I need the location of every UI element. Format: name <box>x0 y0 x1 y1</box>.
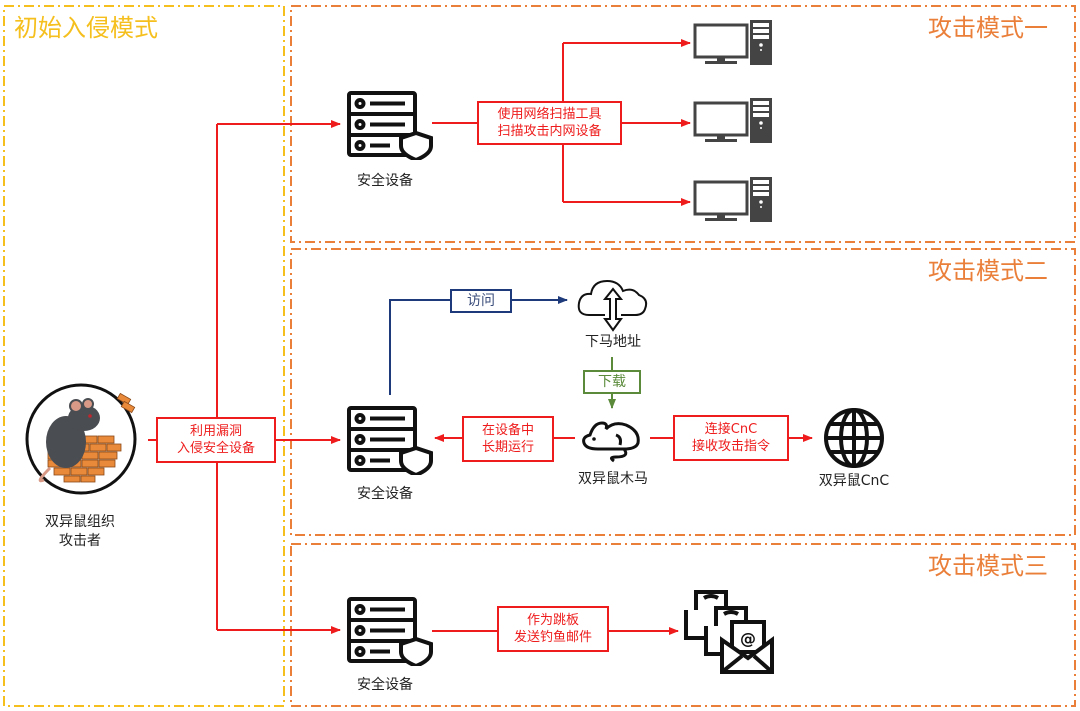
download-label: 下载 <box>598 373 626 390</box>
mode3-panel-border <box>290 543 1076 707</box>
phish-box: 作为跳板 发送钓鱼邮件 <box>497 606 609 652</box>
security-device-3-icon <box>345 596 435 669</box>
exploit-box: 利用漏洞 入侵安全设备 <box>156 417 276 463</box>
security-device-2-icon <box>345 405 435 478</box>
phish-box-line2: 发送钓鱼邮件 <box>513 630 592 645</box>
cnc-box-line2: 接收攻击指令 <box>691 439 770 454</box>
scan-box: 使用网络扫描工具 扫描攻击内网设备 <box>477 101 622 145</box>
cnc-box: 连接CnC 接收攻击指令 <box>673 415 789 461</box>
cloud-label: 下马地址 <box>585 334 641 350</box>
security-device-3-label: 安全设备 <box>357 677 413 693</box>
trojan-mouse-icon <box>578 413 648 463</box>
attacker-label-line1: 双异鼠组织 <box>45 514 115 530</box>
mode2-panel-border <box>290 248 1076 536</box>
run-box-line2: 长期运行 <box>481 440 534 455</box>
scan-box-line1: 使用网络扫描工具 <box>497 107 602 122</box>
cloud-download-icon <box>575 275 651 333</box>
cnc-label: 双异鼠CnC <box>818 473 890 489</box>
visit-box: 访问 <box>450 289 512 313</box>
initial-panel-title: 初始入侵模式 <box>14 14 158 42</box>
security-device-1-label: 安全设备 <box>357 173 413 189</box>
security-device-2-label: 安全设备 <box>357 486 413 502</box>
initial-panel-border <box>3 5 285 707</box>
security-device-1-icon <box>345 90 435 163</box>
exploit-box-line1: 利用漏洞 <box>189 424 242 439</box>
globe-icon <box>822 406 886 470</box>
phish-box-line1: 作为跳板 <box>526 613 579 628</box>
scan-box-line2: 扫描攻击内网设备 <box>497 124 602 139</box>
trojan-label: 双异鼠木马 <box>578 471 648 487</box>
cnc-box-line1: 连接CnC <box>704 422 758 437</box>
visit-line <box>389 296 568 395</box>
desktop-computer-2-icon <box>693 98 775 144</box>
visit-label: 访问 <box>467 292 495 309</box>
mode1-panel-title: 攻击模式一 <box>928 14 1048 42</box>
desktop-computer-1-icon <box>693 20 775 66</box>
mode3-panel-title: 攻击模式三 <box>928 552 1048 580</box>
download-box: 下载 <box>583 370 641 394</box>
mode2-panel-title: 攻击模式二 <box>928 257 1048 285</box>
attacker-label-line2: 攻击者 <box>59 533 101 549</box>
email-envelopes-icon: @ <box>682 588 774 674</box>
attacker-logo-icon <box>14 372 148 506</box>
exploit-box-line2: 入侵安全设备 <box>176 441 255 456</box>
run-box-line1: 在设备中 <box>481 423 534 438</box>
desktop-computer-3-icon <box>693 177 775 223</box>
svg-text:@: @ <box>740 629 756 648</box>
run-box: 在设备中 长期运行 <box>462 416 554 462</box>
